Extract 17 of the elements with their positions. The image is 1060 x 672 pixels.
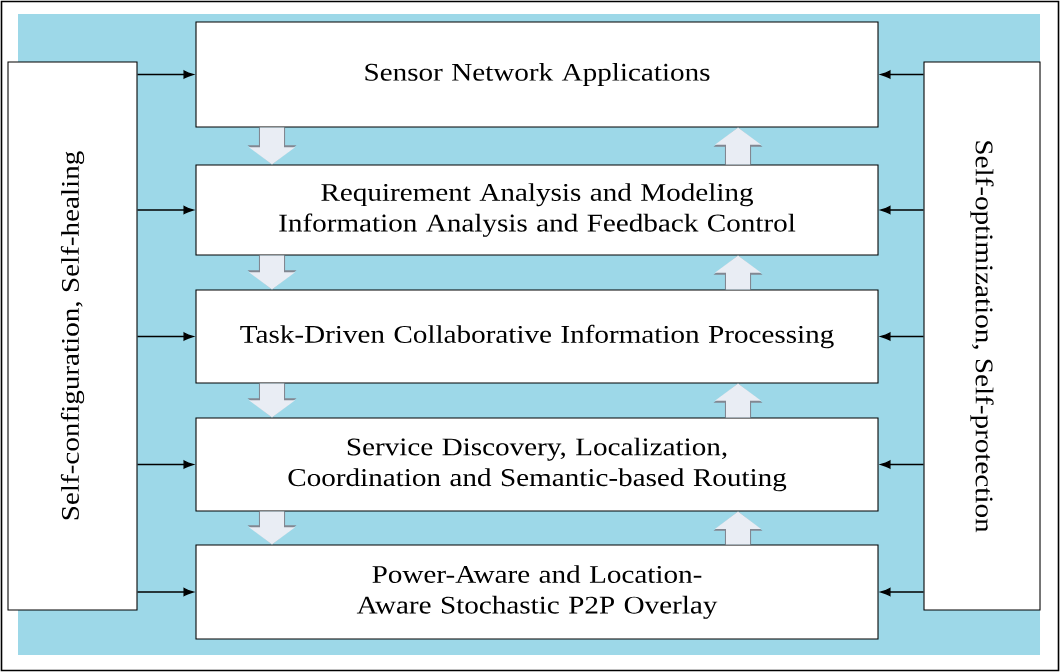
side-panel: Self-optimization, Self-protection	[923, 61, 1041, 611]
arrow	[136, 332, 194, 341]
arrow	[136, 70, 194, 79]
layer-box: Task-Driven Collaborative Information Processing	[195, 289, 879, 384]
arrow	[880, 70, 925, 79]
layer-box: Sensor Network Applications	[195, 21, 879, 128]
arrow	[136, 460, 194, 469]
arrow	[880, 460, 925, 469]
arrow	[136, 587, 194, 597]
layer-box: Service Discovery, Localization, Coordination and Semantic-based Routing	[195, 417, 879, 512]
arrow	[880, 587, 925, 597]
arrow	[880, 205, 925, 215]
layer-box: Requirement Analysis and Modeling Information Analysis and Feedback Control	[195, 164, 879, 256]
arrow	[136, 205, 194, 215]
arrow	[880, 332, 925, 341]
side-panel: Self-configuration, Self-healing	[7, 61, 138, 611]
layer-box: Power-Aware and Location-Aware Stochastic P2P Overlay	[195, 544, 879, 640]
